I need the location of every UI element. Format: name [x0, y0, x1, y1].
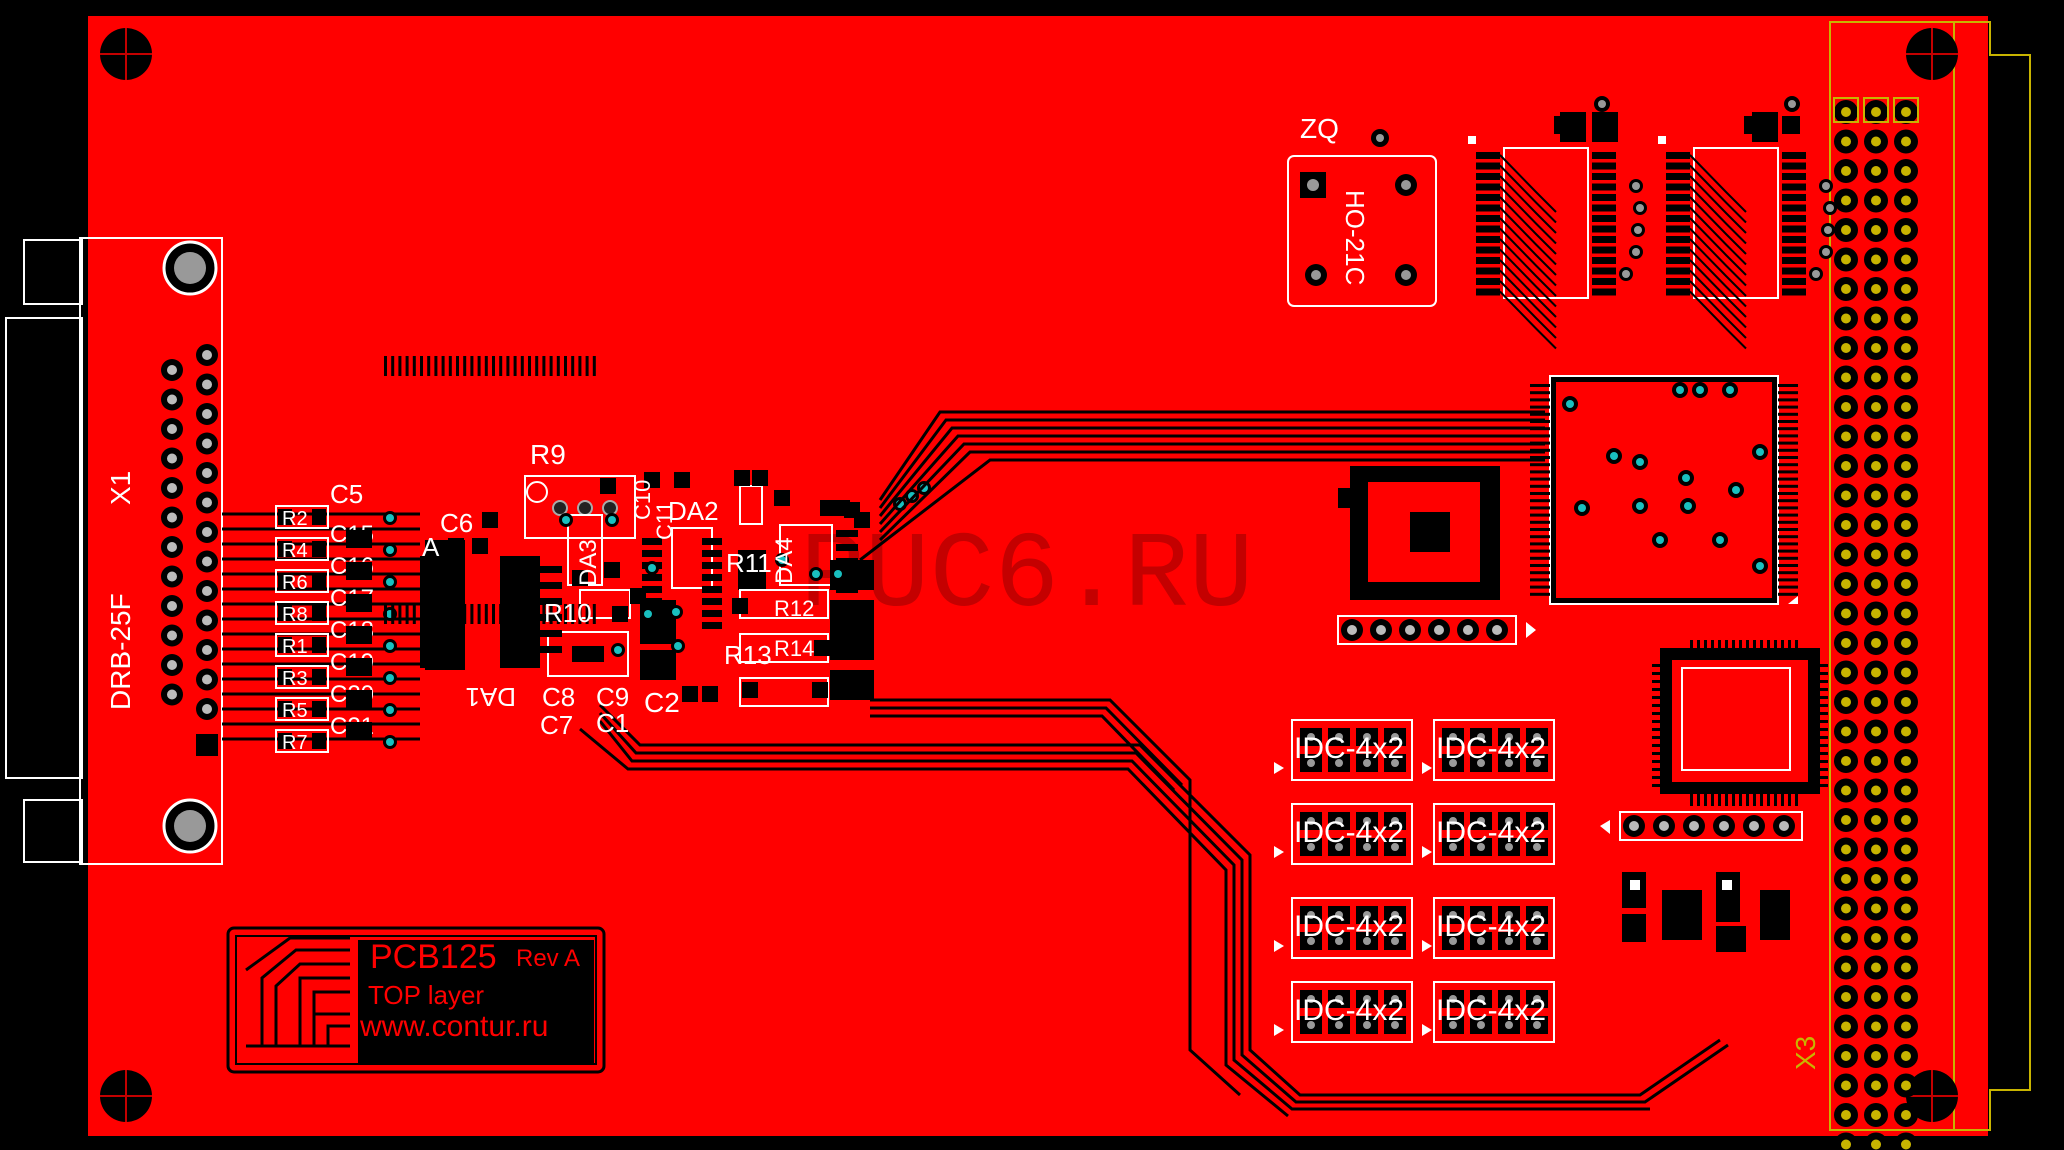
idc-connector — [1291, 803, 1413, 865]
label-a: A — [422, 532, 440, 562]
watermark: PUC6.RU — [800, 516, 1254, 638]
zq-label: ZQ — [1300, 113, 1339, 144]
idc-label: IDC-4x2 — [1294, 994, 1404, 1027]
label-da2: DA2 — [668, 496, 719, 526]
idc-label: IDC-4x2 — [1294, 816, 1404, 849]
label-r9: R9 — [530, 439, 566, 470]
analog-pads — [422, 470, 931, 702]
resistor-outline — [275, 633, 329, 657]
label-r14: R14 — [774, 636, 814, 661]
idc-connector — [1433, 981, 1555, 1043]
label-c1: C1 — [596, 708, 629, 738]
resistor-outline — [275, 697, 329, 721]
x3-header-pins — [1833, 97, 1919, 1150]
label-c10: C10 — [630, 480, 655, 520]
x1-pins — [161, 344, 218, 756]
x1-part-label: DRB-25F — [105, 593, 136, 710]
x1-pin-1 — [196, 734, 218, 756]
small-qfp — [1660, 648, 1820, 794]
zq-crystal — [1287, 129, 1437, 307]
title-layer: TOP layer — [368, 980, 484, 1010]
resistor-label: R8 — [282, 604, 308, 626]
resistor-outline — [275, 665, 329, 689]
resistor-outline — [275, 729, 329, 753]
idc-connector — [1291, 897, 1413, 959]
idc-connector — [1433, 719, 1555, 781]
memory-chips — [1468, 96, 1837, 350]
mounting-holes — [100, 28, 1958, 1122]
x1-connector — [5, 237, 223, 865]
main-qfp-pins — [384, 356, 1828, 806]
left-passives: R2C15R4C16R6C17R8C18R1C19R3C20R5C21R7 — [275, 505, 397, 754]
label-r11: R11 — [726, 548, 772, 578]
resistor-label: R3 — [282, 668, 308, 690]
pin1-markers — [1526, 596, 1798, 834]
resistor-outline — [275, 569, 329, 593]
label-c9: C9 — [596, 682, 629, 712]
resistor-label: R5 — [282, 700, 308, 722]
resistor-outline — [275, 505, 329, 529]
resistor-label: R6 — [282, 572, 308, 594]
contur-logo — [245, 936, 350, 1048]
small-parts — [1622, 872, 1790, 952]
x3-label: X3 — [1790, 1036, 1821, 1070]
label-c6: C6 — [440, 508, 473, 538]
idc-label: IDC-4x2 — [1294, 732, 1404, 765]
idc-connector — [1433, 897, 1555, 959]
plcc-small — [1338, 466, 1500, 600]
idc-label: IDC-4x2 — [1436, 910, 1546, 943]
title-rev: Rev A — [516, 945, 580, 972]
label-c11: C11 — [652, 501, 677, 540]
resistor-label: R7 — [282, 732, 308, 754]
idc-label: IDC-4x2 — [1436, 732, 1546, 765]
idc-label: IDC-4x2 — [1436, 816, 1546, 849]
resistor-label: R2 — [282, 508, 308, 530]
title-url: www.contur.ru — [359, 1010, 548, 1043]
label-c5: C5 — [330, 479, 363, 509]
idc-connector — [1291, 981, 1413, 1043]
idc-connector — [1433, 803, 1555, 865]
label-c7: C7 — [540, 710, 573, 740]
header-pads — [1341, 619, 1795, 837]
label-r12: R12 — [774, 596, 814, 621]
label-da4: DA4 — [771, 537, 798, 584]
idc-label: IDC-4x2 — [1294, 910, 1404, 943]
label-r13: R13 — [724, 640, 772, 670]
zq-part-label: HO-21C — [1340, 190, 1370, 285]
title-block — [226, 926, 606, 1074]
x1-label: X1 — [105, 471, 136, 505]
resistor-outline — [275, 537, 329, 561]
label-r10: R10 — [544, 598, 592, 628]
header-row-right — [1619, 811, 1803, 841]
resistor-outline — [275, 601, 329, 625]
board-outline — [1830, 21, 2031, 1131]
idc-label: IDC-4x2 — [1436, 994, 1546, 1027]
label-da1: DA1 — [465, 682, 516, 712]
resistor-label: R1 — [282, 636, 308, 658]
label-c2: C2 — [644, 687, 680, 718]
label-c8: C8 — [542, 682, 575, 712]
label-da3: DA3 — [575, 539, 602, 586]
title-pcb: PCB125 — [370, 938, 497, 976]
bus-traces — [579, 410, 1729, 1118]
resistor-label: R4 — [282, 540, 308, 562]
header-row-center — [1337, 615, 1517, 645]
idc-connector — [1291, 719, 1413, 781]
